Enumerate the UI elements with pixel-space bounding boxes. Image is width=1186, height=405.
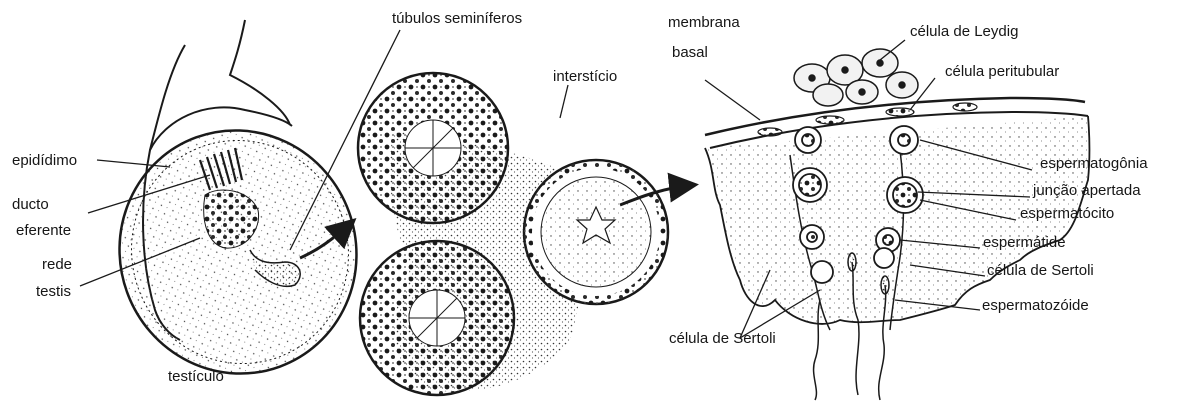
label-testiculo: testículo xyxy=(168,368,224,385)
label-espermatocito: espermatócito xyxy=(1020,205,1114,222)
label-membrana-line2: basal xyxy=(672,44,708,61)
label-espermatozoide: espermatozóide xyxy=(982,297,1089,314)
label-peritubular: célula peritubular xyxy=(945,63,1059,80)
label-juncao: junção apertada xyxy=(1033,182,1141,199)
label-tubulos: túbulos seminíferos xyxy=(392,10,522,27)
label-leydig: célula de Leydig xyxy=(910,23,1018,40)
label-ducto-line1: ducto xyxy=(12,196,49,213)
epithelium-drawing xyxy=(705,49,1090,400)
label-membrana-line1: membrana xyxy=(668,14,740,31)
label-rede-line1: rede xyxy=(42,256,72,273)
testicle-body xyxy=(85,97,390,405)
tubules-drawing xyxy=(358,73,668,395)
label-rede-line2: testis xyxy=(36,283,71,300)
testicle-drawing xyxy=(85,20,390,405)
leydig-cells xyxy=(794,49,918,106)
label-sertoli-bottom: célula de Sertoli xyxy=(669,330,776,347)
label-espermatide: espermátide xyxy=(983,234,1066,251)
label-epididimo: epidídimo xyxy=(12,152,77,169)
label-ducto-line2: eferente xyxy=(16,222,71,239)
label-espermatogonia: espermatogônia xyxy=(1040,155,1148,172)
label-sertoli-right: célula de Sertoli xyxy=(987,262,1094,279)
label-intersticio: interstício xyxy=(553,68,617,85)
